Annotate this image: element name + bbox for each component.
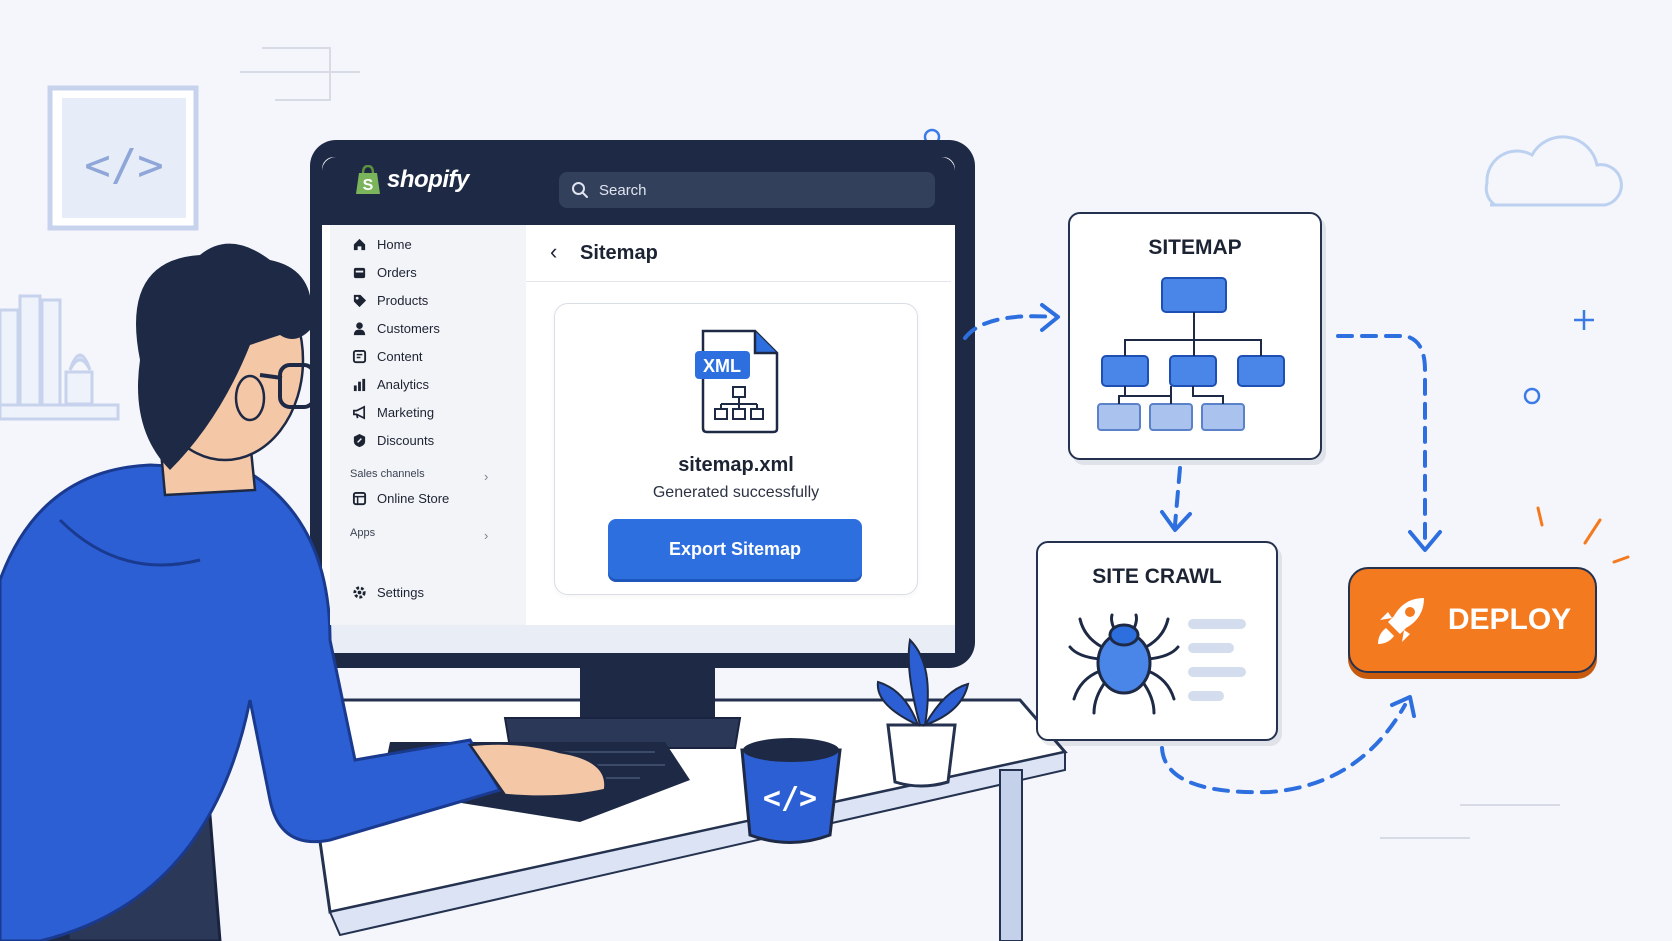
export-sitemap-button[interactable]: Export Sitemap <box>608 519 862 579</box>
chevron-right-icon[interactable]: › <box>484 528 489 543</box>
sidebar-item-analytics[interactable]: Analytics <box>352 377 429 392</box>
sidebar-item-label: Discounts <box>377 433 435 448</box>
sidebar-item-label: Online Store <box>377 491 450 506</box>
sidebar-item-customers[interactable]: Customers <box>352 321 440 336</box>
rocket-icon <box>1377 598 1424 644</box>
deploy-button[interactable]: DEPLOY <box>1348 567 1597 673</box>
discount-icon <box>353 433 366 448</box>
sidebar-item-label: Customers <box>377 321 440 336</box>
person-icon <box>353 322 366 336</box>
search-icon <box>572 182 588 198</box>
sales-channels-label: Sales channels <box>350 468 425 480</box>
content-icon <box>352 349 367 364</box>
sidebar-item-orders[interactable]: Orders <box>352 265 417 280</box>
bar-chart-icon <box>353 378 366 392</box>
sidebar-item-label: Content <box>377 349 423 364</box>
status-text: Generated successfully <box>652 484 820 501</box>
sidebar-item-label: Settings <box>377 585 424 600</box>
orders-icon <box>353 267 366 279</box>
xml-file-icon: XML <box>695 329 779 434</box>
developer-person <box>0 243 607 941</box>
back-arrow-icon[interactable]: ‹ <box>550 239 558 264</box>
sidebar-item-settings[interactable]: Settings <box>352 585 424 600</box>
code-mug: </> <box>740 738 842 844</box>
sidebar-item-content[interactable]: Content <box>352 349 423 364</box>
background-lines <box>240 47 1560 839</box>
site-crawl-box: SITE CRAWL <box>1036 541 1278 741</box>
svg-text:S: S <box>363 177 374 194</box>
sitemap-box-title: SITEMAP <box>1148 236 1242 259</box>
svg-text:</>: </> <box>763 781 817 816</box>
code-frame-decoration: </> <box>47 85 199 231</box>
tag-icon <box>353 294 367 308</box>
search-bar[interactable] <box>559 172 935 208</box>
sidebar-item-label: Marketing <box>377 405 435 420</box>
store-icon <box>352 491 367 506</box>
site-tree-icon <box>1097 277 1285 431</box>
sidebar-item-home[interactable]: Home <box>352 237 412 252</box>
file-name: sitemap.xml <box>678 454 794 476</box>
sitemap-box: SITEMAP <box>1068 212 1322 460</box>
cloud-icon <box>1484 135 1623 207</box>
sidebar-item-label: Analytics <box>377 377 430 392</box>
sidebar-item-label: Products <box>377 293 429 308</box>
home-icon <box>353 238 366 251</box>
sidebar-item-products[interactable]: Products <box>352 293 428 308</box>
sidebar-item-label: Home <box>377 237 412 252</box>
admin-sidebar: Home Orders Products Customers Content A… <box>330 225 527 625</box>
svg-text:</>: </> <box>84 140 163 191</box>
apps-label: Apps <box>350 527 376 539</box>
sitemap-card: XML sitemap.xml Generated successfully E… <box>554 303 918 595</box>
deploy-label: DEPLOY <box>1447 603 1572 636</box>
shopify-logo[interactable]: S shopify <box>355 165 469 195</box>
page-title: Sitemap <box>580 242 658 264</box>
bookshelf-decoration <box>0 294 120 421</box>
site-crawl-box-title: SITE CRAWL <box>1092 565 1222 588</box>
shopify-bag-icon: S <box>356 165 380 194</box>
xml-badge: XML <box>703 356 741 376</box>
sidebar-item-marketing[interactable]: Marketing <box>352 405 434 420</box>
sidebar-item-discounts[interactable]: Discounts <box>352 433 434 448</box>
potted-plant <box>876 637 970 788</box>
spider-bot-icon <box>1068 613 1246 715</box>
chevron-right-icon[interactable]: › <box>484 469 489 484</box>
page-header: ‹ Sitemap <box>526 225 951 282</box>
logo-text: shopify <box>387 166 469 193</box>
search-input[interactable] <box>597 180 901 200</box>
sidebar-item-online-store[interactable]: Online Store <box>352 491 449 506</box>
sidebar-item-label: Orders <box>377 265 417 280</box>
main-content: ‹ Sitemap XML sitemap.xml Generated succ… <box>526 225 951 625</box>
megaphone-icon <box>353 405 366 420</box>
gear-icon <box>353 586 366 599</box>
